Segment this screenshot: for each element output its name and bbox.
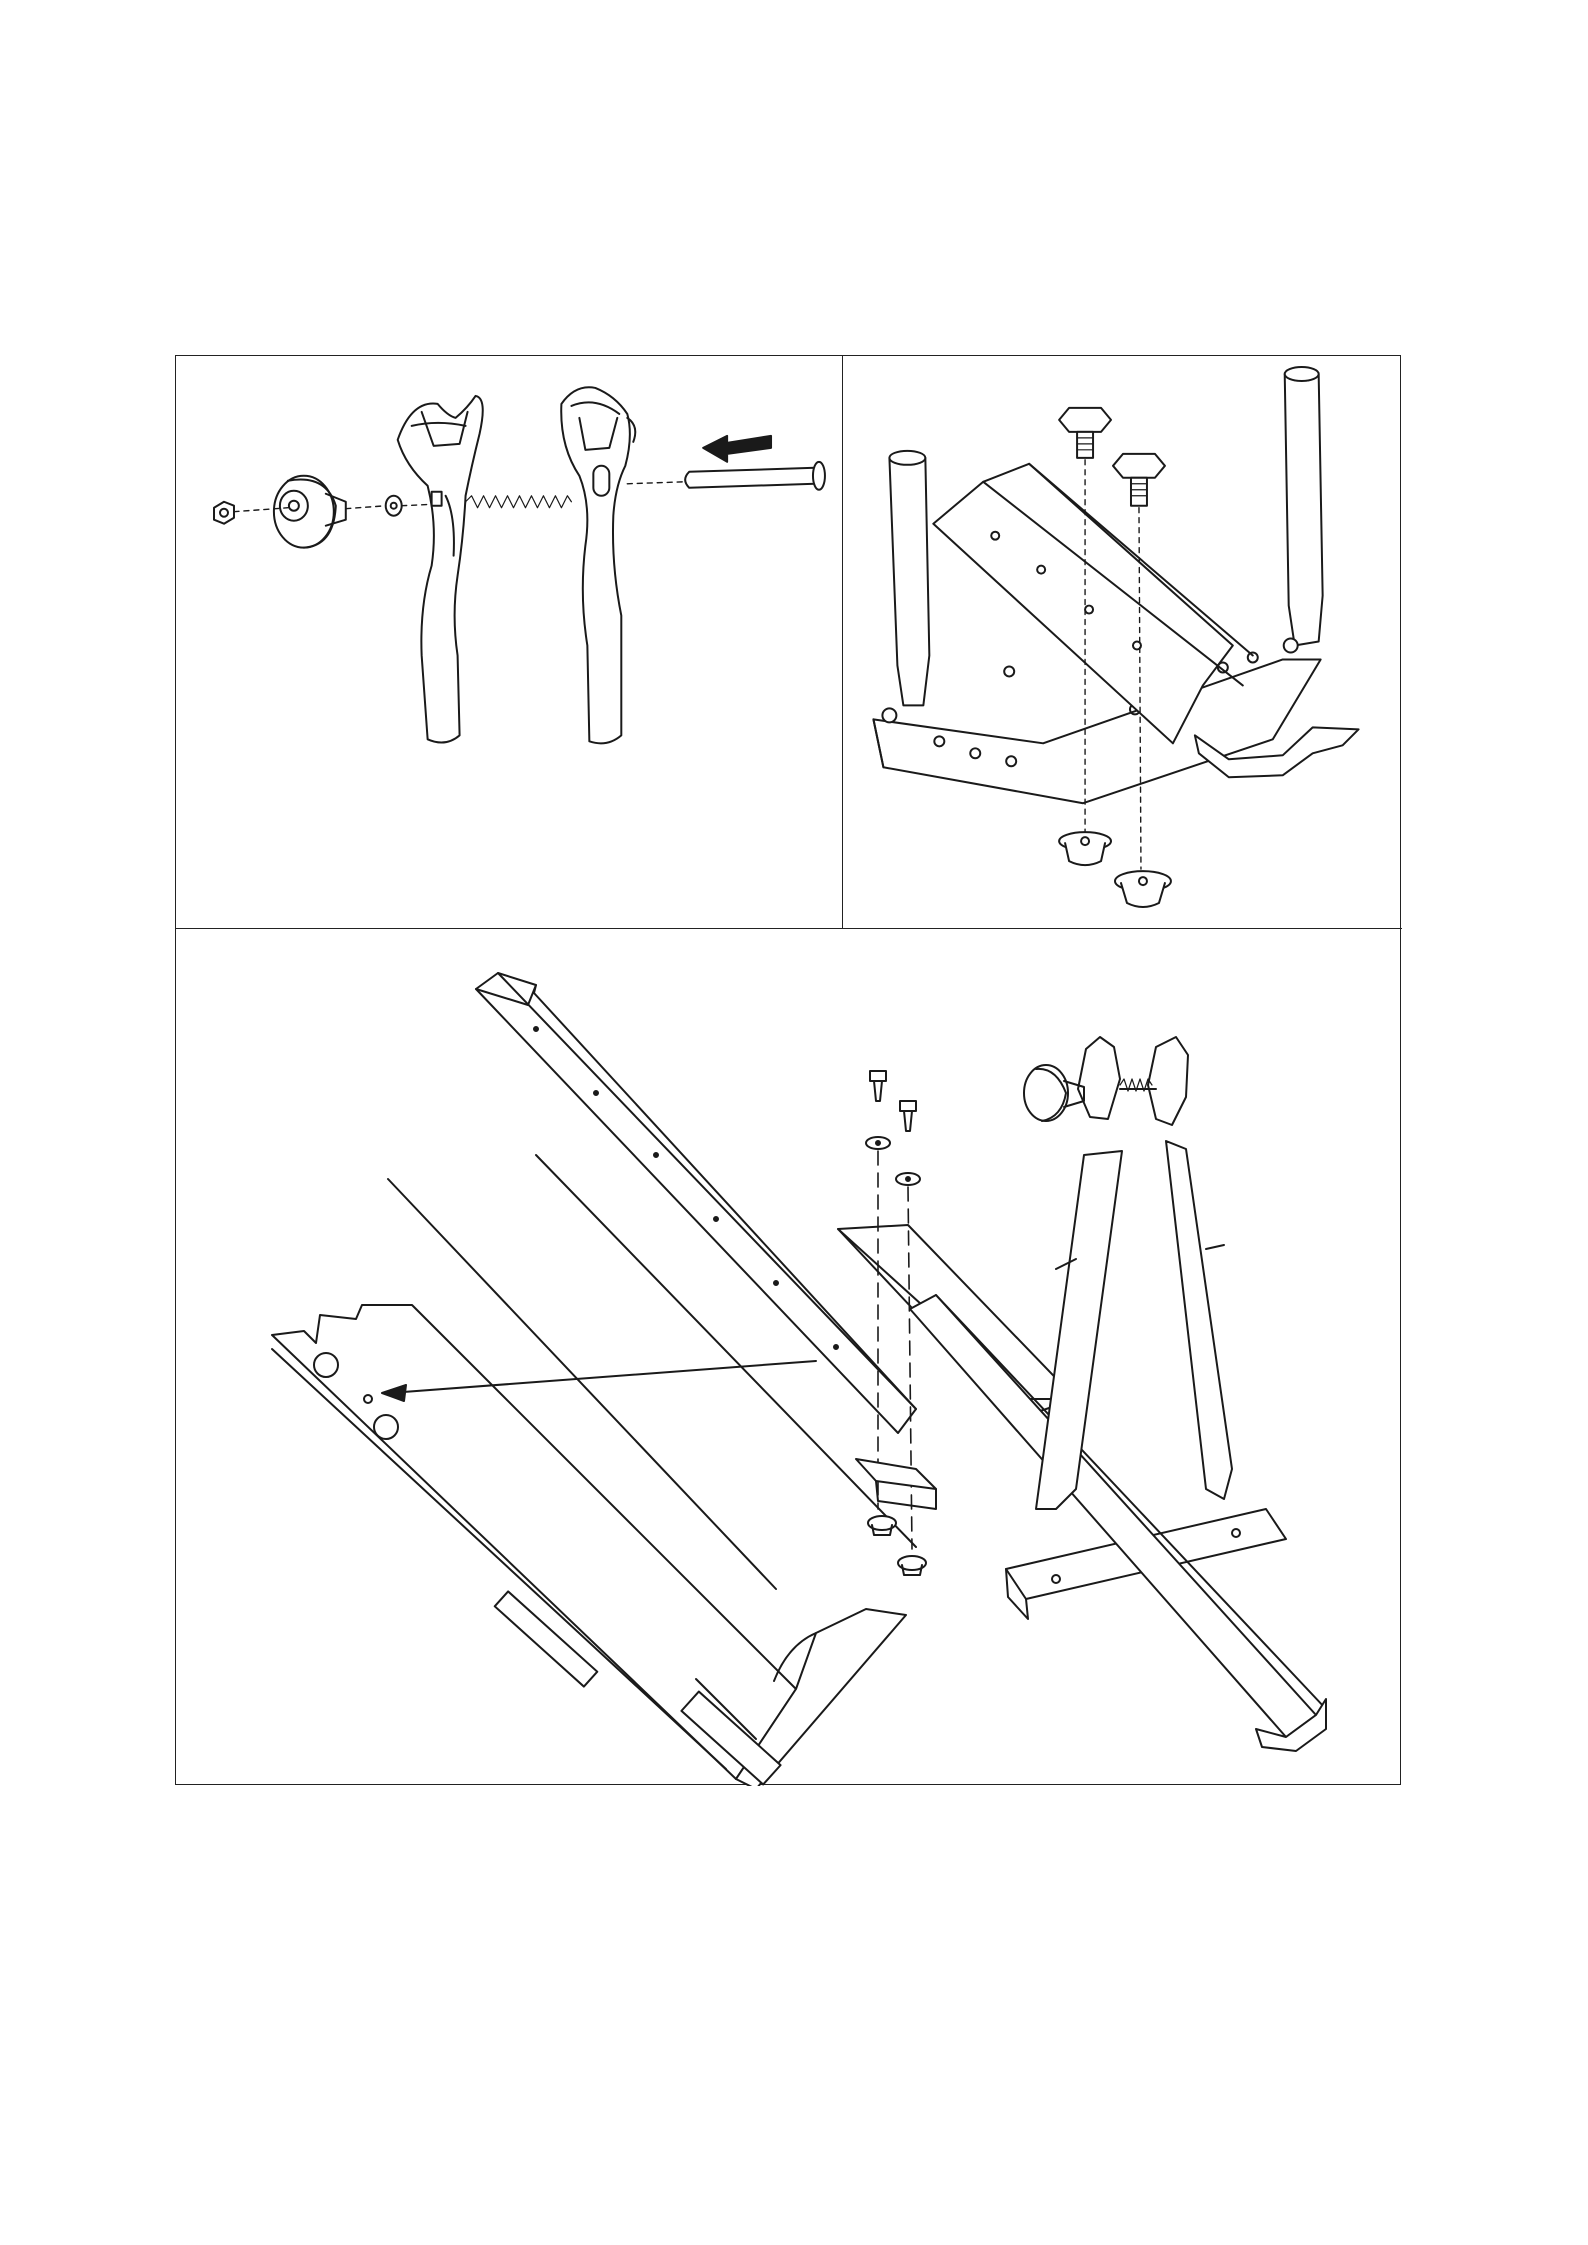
flange-nut-icon: [868, 1516, 896, 1535]
screw-icon: [870, 1071, 886, 1101]
hex-bolt-icon: [1113, 454, 1165, 506]
washer-icon: [386, 496, 402, 516]
panel-channel-attachment: [176, 929, 1402, 1786]
panel-clamp-arm-assembly: [176, 356, 843, 929]
zoomed-channel-detail: [272, 1155, 916, 1786]
panel-base-frame-assembly: [843, 356, 1402, 929]
pin-icon: [685, 462, 825, 490]
washer-icon: [896, 1173, 920, 1185]
base-frame-drawing: [843, 356, 1402, 928]
hex-bolt-icon: [1059, 408, 1111, 458]
knob-icon: [1024, 1065, 1084, 1121]
channel-attachment-drawing: [176, 929, 1402, 1786]
flange-nut-icon: [1115, 871, 1171, 907]
nut-icon: [214, 502, 234, 524]
flange-nut-icon: [1059, 832, 1111, 865]
left-clamp-arm: [398, 396, 483, 743]
knob-icon: [274, 476, 346, 548]
assembled-stand: [910, 1037, 1326, 1751]
insert-arrow-icon: [703, 436, 771, 462]
washer-icon: [866, 1137, 890, 1149]
right-clamp-arm: [561, 387, 635, 743]
right-tube: [1285, 367, 1323, 646]
flange-nut-icon: [898, 1556, 926, 1575]
long-wheel-channel: [476, 973, 916, 1433]
spring-icon: [466, 496, 572, 508]
left-tube: [889, 451, 929, 706]
screw-icon: [900, 1101, 916, 1131]
assembly-figure: [175, 355, 1401, 1785]
clamp-arm-drawing: [176, 356, 842, 928]
clip-plate-icon: [856, 1459, 936, 1509]
